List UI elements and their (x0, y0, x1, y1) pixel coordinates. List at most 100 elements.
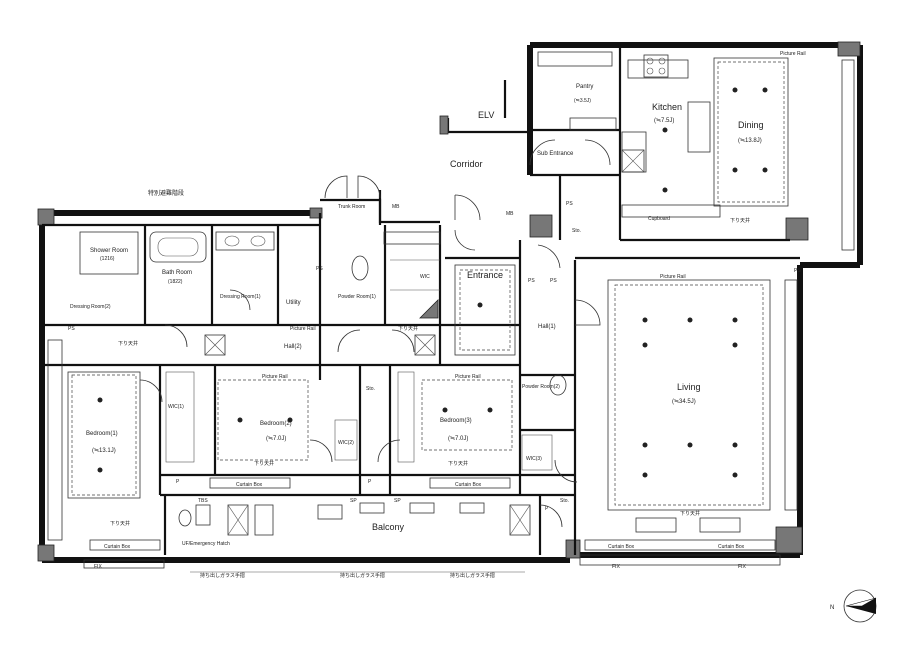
tbs-label: TBS (198, 498, 208, 504)
wic-1-label: WIC(1) (168, 404, 184, 410)
kitchen-label: Kitchen (652, 102, 682, 112)
pantry-area: (≒3.5J) (574, 98, 591, 104)
picture-rail-label: Picture Rail (660, 274, 686, 280)
fix-label: FIX (94, 564, 102, 570)
sagari-tenjo-label: 下り天井 (680, 510, 700, 517)
special-stairs-label: 特別避難階段 (148, 189, 184, 197)
dining-label: Dining (738, 120, 764, 130)
balcony-label: Balcony (372, 522, 405, 532)
dining-area: (≒13.8J) (738, 138, 762, 144)
sto-label: Sto. (366, 386, 375, 392)
wic-2-label: WIC(2) (338, 440, 354, 446)
dressing-room-1-label: Dressing Room(1) (220, 294, 261, 300)
pantry-label: Pantry (576, 84, 593, 90)
trunk-room-label: Trunk Room (338, 204, 365, 210)
column (37, 208, 55, 226)
column (775, 526, 803, 554)
utility-label: Utility (286, 300, 301, 306)
kitchen-counter (627, 59, 689, 79)
room-labels: ELV Corridor 特別避難階段 Pantry (≒3.5J) Kitch… (70, 84, 764, 547)
wic-label: WIC (420, 274, 430, 280)
glass-rail-label: 持ち出しガラス手摺 (450, 572, 495, 579)
ps-label: PS (566, 201, 573, 207)
sagari-tenjo-label: 下り天井 (730, 217, 750, 224)
corridor-label: Corridor (450, 159, 483, 169)
fix-label: FIX (738, 564, 746, 570)
sagari-tenjo-label: 下り天井 (110, 520, 130, 527)
bedroom-2-label: Bedroom(2) (260, 421, 292, 427)
column (37, 544, 55, 562)
mb-label: MB (506, 211, 514, 217)
column (785, 217, 809, 241)
curtain-box-label: Curtain Box (608, 544, 635, 550)
curtain-box-label: Curtain Box (718, 544, 745, 550)
sto-label: Sto. (560, 498, 569, 504)
emergency-hatch-label: UF/Emergency Hatch (182, 541, 230, 547)
bedroom-2-area: (≒7.0J) (266, 436, 286, 442)
sagari-tenjo-label: 下り天井 (254, 460, 274, 467)
fix-label: FIX (612, 564, 620, 570)
ps-label: PS (68, 326, 75, 332)
hall-2-label: Hall(2) (284, 344, 302, 350)
column (565, 539, 581, 559)
p-label: P (545, 506, 549, 512)
ps-label: PS (316, 266, 323, 272)
sp-label: SP (394, 498, 401, 504)
powder-room-1-label: Powder Room(1) (338, 294, 376, 300)
bedroom-1-area: (≒13.1J) (92, 448, 116, 454)
curtain-box-label: Curtain Box (455, 482, 482, 488)
picture-rail-label: Picture Rail (455, 374, 481, 380)
sagari-tenjo-label: 下り天井 (448, 460, 468, 467)
glass-rail-label: 持ち出しガラス手摺 (340, 572, 385, 579)
dressing-room-2-label: Dressing Room(2) (70, 304, 111, 310)
bathtub (149, 231, 207, 263)
powder-room-2-label: Powder Room(2) (522, 384, 560, 390)
kitchen-area: (≒7.5J) (654, 118, 674, 124)
ps-label: PS (550, 278, 557, 284)
sagari-tenjo-label: 下り天井 (118, 340, 138, 347)
annotation-labels: Curtain Box Curtain Box Curtain Box Curt… (68, 51, 806, 579)
ps-label: PS (528, 278, 535, 284)
glass-rail-label: 持ち出しガラス手摺 (200, 572, 245, 579)
toilet (549, 374, 567, 396)
interior-walls (42, 45, 800, 555)
shower-room-label: Shower Room (90, 248, 128, 254)
north-compass: N (830, 589, 877, 623)
sub-entrance-label: Sub Entrance (537, 151, 574, 157)
cupboard (621, 204, 721, 218)
fixtures (47, 51, 855, 551)
mb-label: MB (392, 204, 400, 210)
corridor-walls (378, 80, 530, 224)
toilet (178, 509, 192, 527)
elv-label: ELV (478, 110, 494, 120)
door-swings (139, 139, 611, 528)
shower-code: (1216) (100, 256, 115, 262)
column (837, 41, 861, 57)
north-label: N (830, 605, 834, 611)
cupboard-label: Cupboard (648, 216, 670, 222)
hall-1-label: Hall(1) (538, 324, 556, 330)
curtain-box-label: Curtain Box (104, 544, 131, 550)
sagari-tenjo-label: 下り天井 (398, 325, 418, 332)
curtain-box-label: Curtain Box (236, 482, 263, 488)
sto-label: Sto. (572, 228, 581, 234)
bedroom-3-label: Bedroom(3) (440, 418, 472, 424)
picture-rail-label: Picture Rail (780, 51, 806, 57)
kitchen-island (687, 101, 711, 153)
ceiling-lights (97, 87, 768, 478)
bedroom-1-label: Bedroom(1) (86, 431, 118, 437)
vanity (215, 231, 275, 251)
column (309, 207, 323, 219)
toilet (351, 255, 369, 281)
entrance-label: Entrance (467, 270, 503, 280)
bath-room-label: Bath Room (162, 270, 192, 276)
cooktop (643, 54, 669, 78)
column (529, 214, 553, 238)
p-label: P (368, 479, 372, 485)
living-label: Living (677, 382, 701, 392)
sp-label: SP (350, 498, 357, 504)
wic-3-label: WIC(3) (526, 456, 542, 462)
picture-rail-label: Picture Rail (262, 374, 288, 380)
p-label: P (176, 479, 180, 485)
